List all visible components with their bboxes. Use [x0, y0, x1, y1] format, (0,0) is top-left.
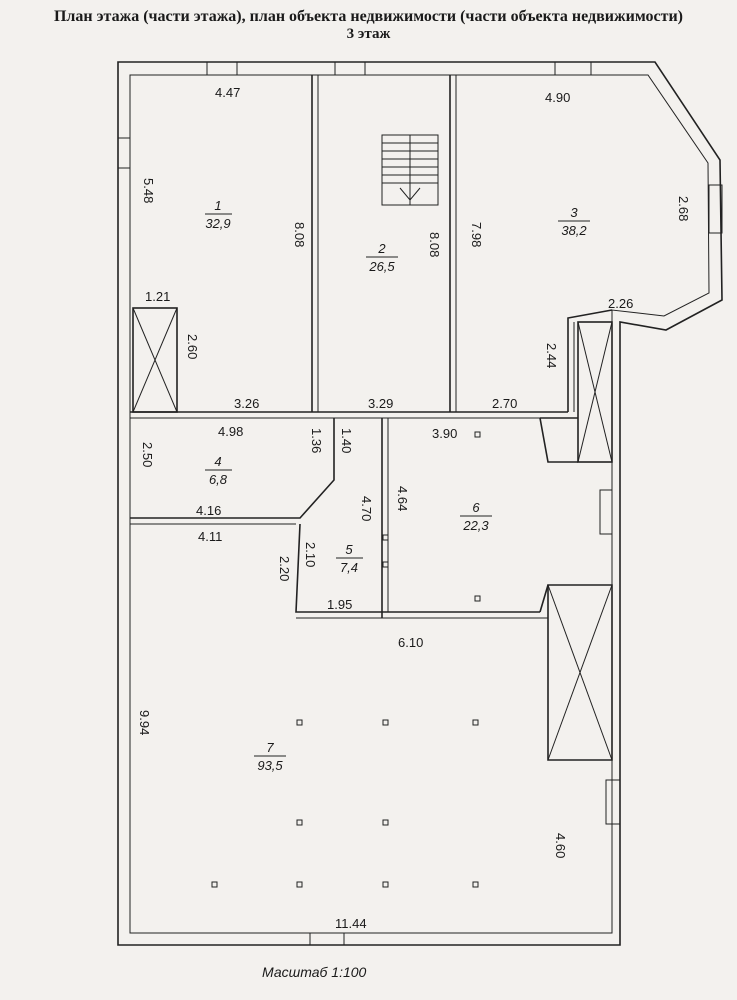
windows — [117, 61, 723, 946]
dim-610: 6.10 — [398, 635, 423, 650]
shaft-right-upper — [577, 321, 613, 463]
dim-329: 3.29 — [368, 396, 393, 411]
room-2-area: 26,5 — [368, 259, 395, 274]
wall-room4 — [130, 418, 335, 519]
room-1-area: 32,9 — [205, 216, 230, 231]
scale-label: Масштаб 1:100 — [262, 964, 367, 980]
room-7-area: 93,5 — [257, 758, 283, 773]
dim-226: 2.26 — [608, 296, 633, 311]
room-5-area: 7,4 — [340, 560, 358, 575]
dim-268: 2.68 — [676, 196, 691, 221]
dim-1144: 11.44 — [335, 916, 367, 931]
staircase — [381, 134, 439, 206]
outer-wall — [117, 61, 723, 946]
dim-498: 4.98 — [218, 424, 243, 439]
dim-121: 1.21 — [145, 289, 170, 304]
dim-411: 4.11 — [198, 529, 222, 544]
dim-460: 4.60 — [553, 833, 568, 858]
room-1-number: 1 — [214, 198, 221, 213]
dim-798: 7.98 — [469, 222, 484, 247]
dim-210: 2.10 — [303, 542, 318, 567]
room-4-number: 4 — [214, 454, 221, 469]
dim-250: 2.50 — [140, 442, 155, 467]
room-5-number: 5 — [345, 542, 353, 557]
dim-326: 3.26 — [234, 396, 259, 411]
plan-title: План этажа (части этажа), план объекта н… — [53, 8, 684, 25]
dim-244: 2.44 — [544, 343, 559, 368]
dim-260: 2.60 — [185, 334, 200, 359]
dim-994: 9.94 — [137, 710, 152, 735]
room-3-area: 38,2 — [561, 223, 587, 238]
shaft-left — [132, 307, 178, 413]
room-2-number: 2 — [377, 241, 386, 256]
column-markers — [211, 431, 481, 888]
dim-548: 5.48 — [141, 178, 156, 203]
room-4-area: 6,8 — [209, 472, 228, 487]
room-7-number: 7 — [266, 740, 274, 755]
dim-447: 4.47 — [215, 85, 240, 100]
dim-220: 2.20 — [277, 556, 292, 581]
room-3-number: 3 — [570, 205, 578, 220]
dim-140: 1.40 — [339, 428, 354, 453]
dim-490: 4.90 — [545, 90, 570, 105]
dim-136: 1.36 — [309, 428, 324, 453]
dim-808b: 8.08 — [427, 232, 442, 257]
dim-195: 1.95 — [327, 597, 352, 612]
room-6-number: 6 — [472, 500, 480, 515]
dim-808a: 8.08 — [292, 222, 307, 247]
room-6-area: 22,3 — [462, 518, 489, 533]
dim-464: 4.64 — [395, 486, 410, 511]
dim-416: 4.16 — [196, 503, 221, 518]
floor-label: 3 этаж — [346, 26, 391, 42]
dim-470: 4.70 — [359, 496, 374, 521]
dim-390: 3.90 — [432, 426, 457, 441]
dim-270: 2.70 — [492, 396, 517, 411]
inner-wall-outline — [129, 74, 710, 934]
